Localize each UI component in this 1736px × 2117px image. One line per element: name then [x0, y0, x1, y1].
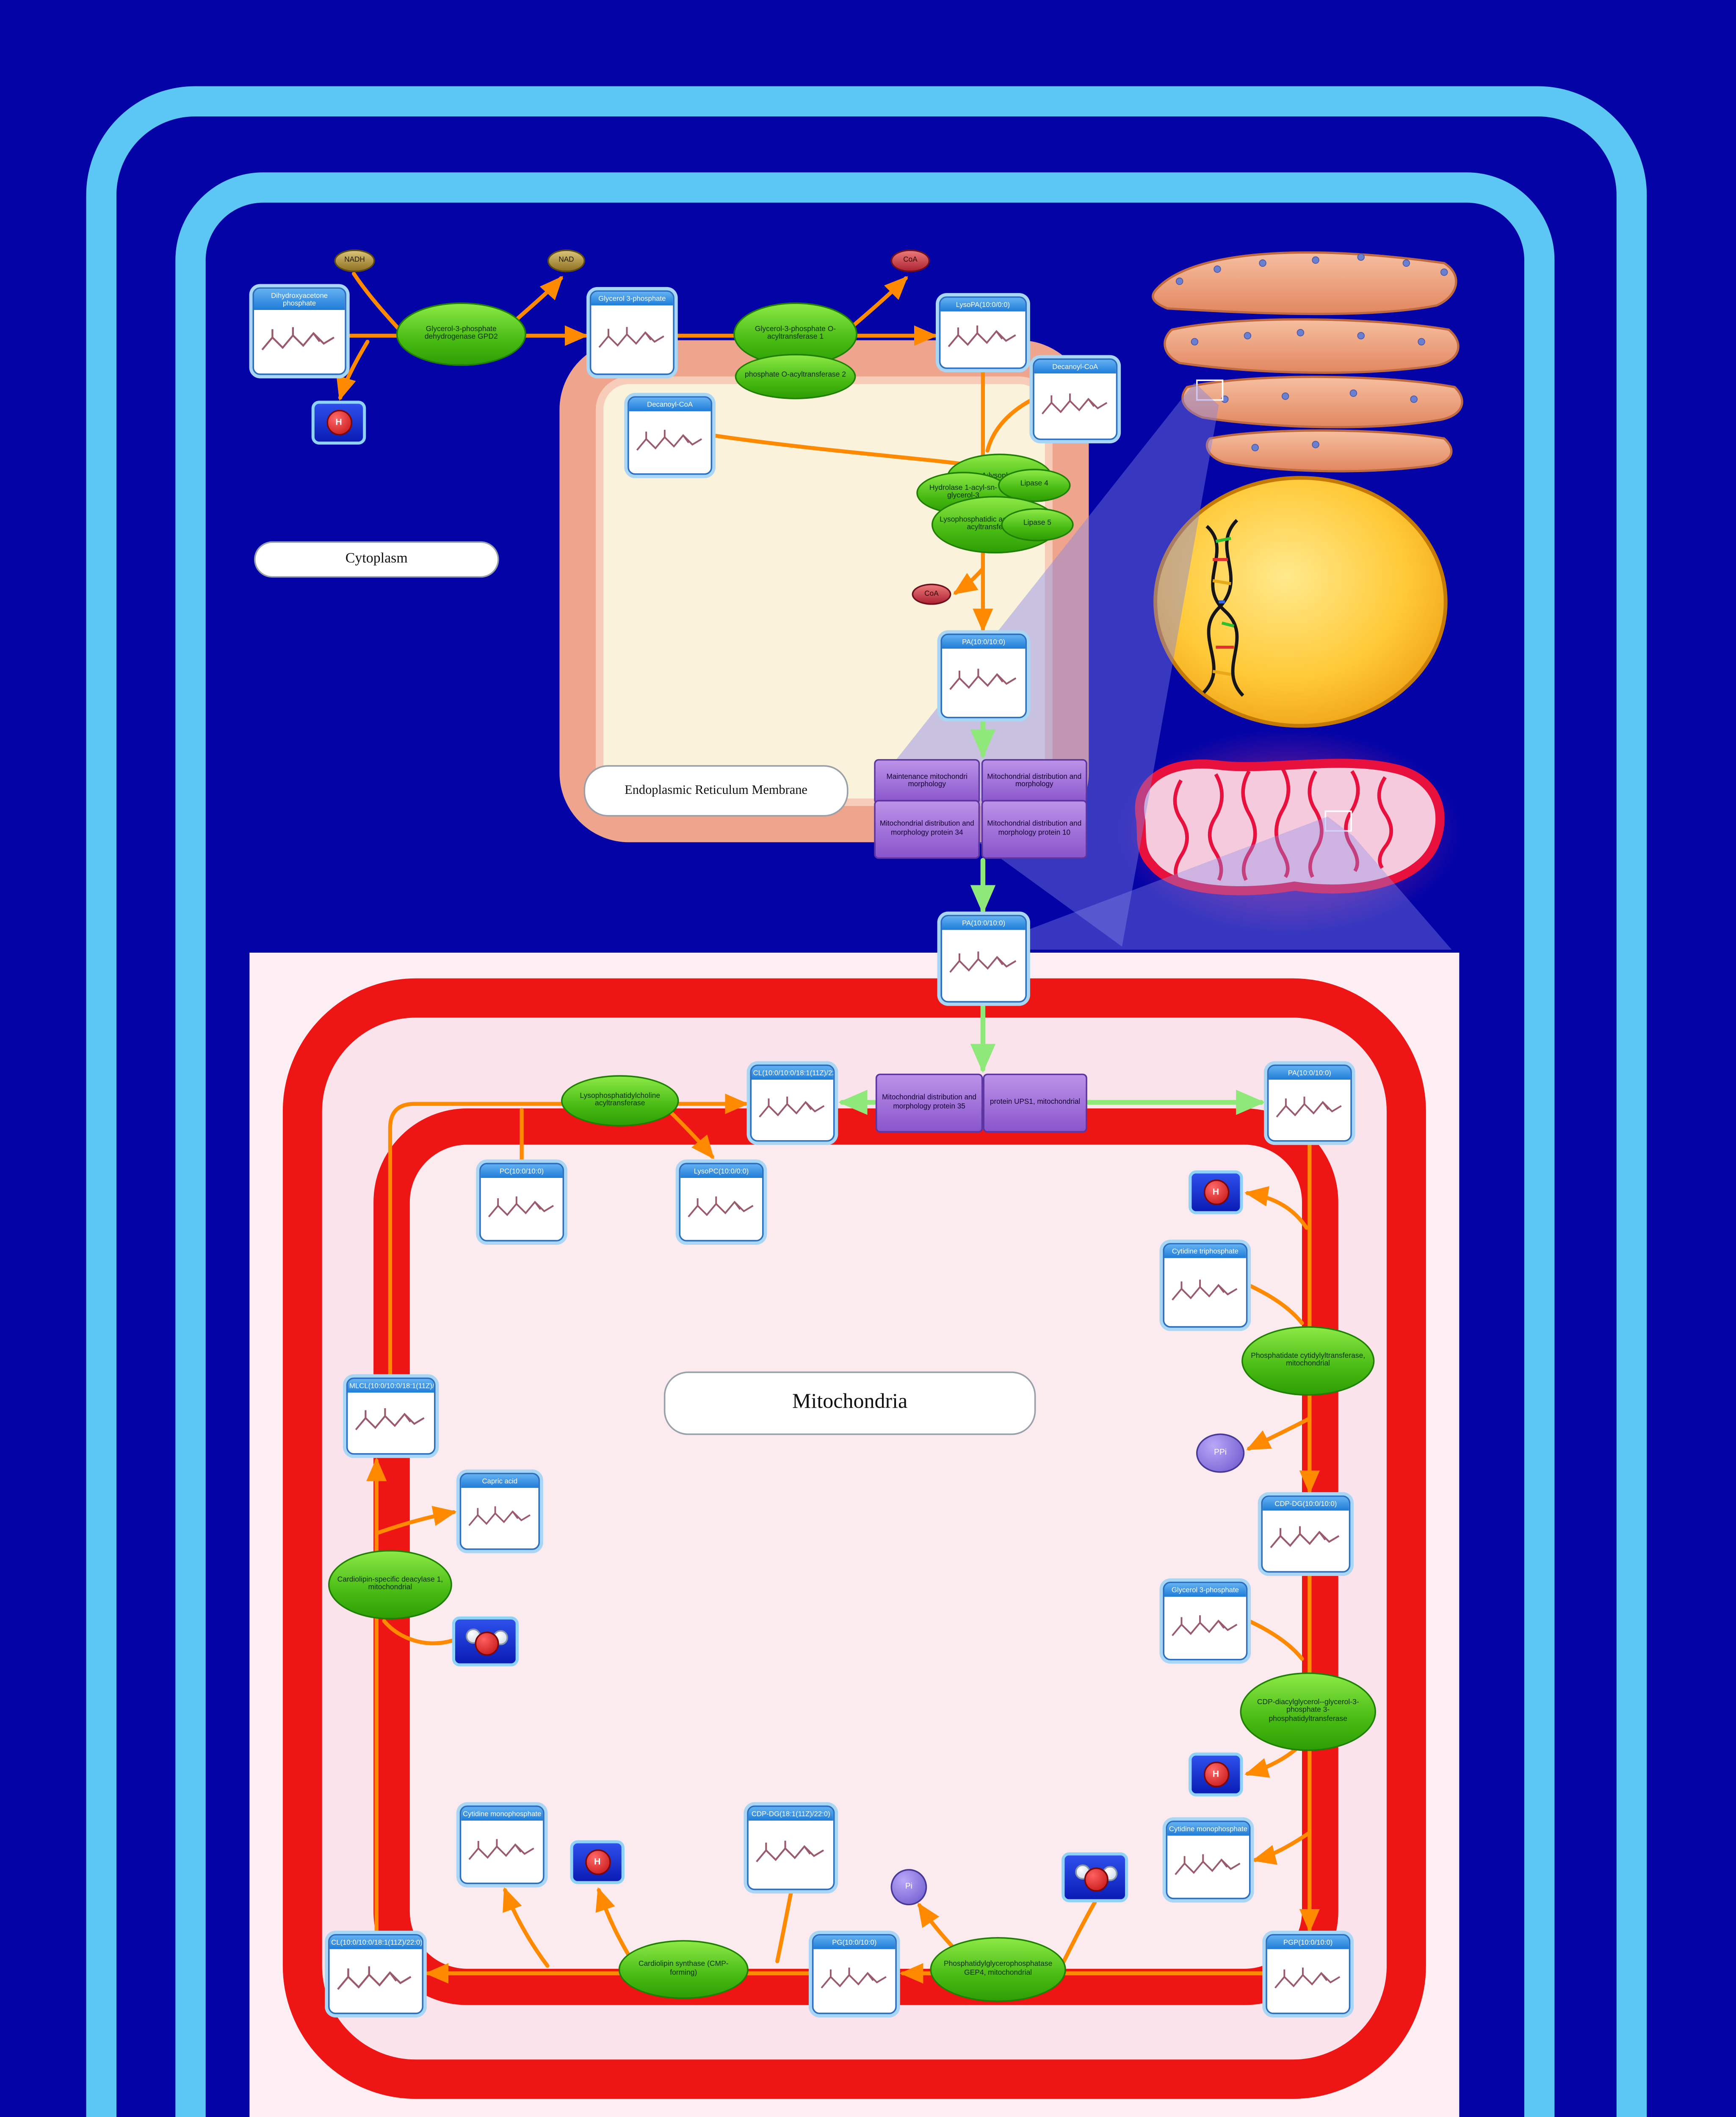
metabolite-decanoyl-coa-er[interactable]: Decanoyl-CoA [628, 396, 713, 475]
chemical-structure [949, 668, 1017, 691]
metabolite-pc[interactable]: PC(10:0/10:0) [479, 1163, 564, 1242]
enzyme-gpat2[interactable]: phosphate O-acyltransferase 2 [735, 354, 856, 399]
metabolite-cdp-dg-2[interactable]: CDP-DG(18:1(11Z)/22:0) [747, 1805, 835, 1890]
chemical-structure [1174, 1852, 1241, 1875]
chemical-structure [946, 324, 1019, 354]
cofactor-nad[interactable]: NAD [547, 249, 586, 272]
water-node-2[interactable] [1062, 1852, 1128, 1902]
proton-node-4[interactable]: H [570, 1840, 625, 1884]
metabolite-pa-intermediate[interactable]: PA(10:0/10:0) [940, 915, 1027, 1003]
chemical-structure [820, 1967, 887, 1989]
nucleus-illustration [1153, 476, 1448, 728]
chemical-structure [336, 1964, 415, 1997]
chemical-structure [487, 1195, 554, 1217]
chemical-structure [758, 1096, 825, 1118]
metabolite-lysopc[interactable]: LysoPC(10:0/0:0) [679, 1163, 764, 1242]
chemical-structure [1171, 1278, 1238, 1300]
enzyme-lipase-5[interactable]: Lipase 5 [1001, 508, 1074, 542]
proton-icon: H [584, 1849, 611, 1875]
chemical-structure [1274, 1967, 1341, 1989]
cytoplasm-label: Cytoplasm [254, 541, 499, 578]
water-molecule-icon [1075, 1863, 1118, 1891]
metabolite-cl-top[interactable]: CL(10:0/10:0/18:1(11Z)/22:0) [750, 1064, 835, 1142]
cofactor-coa-1[interactable]: CoA [890, 249, 930, 272]
er-illustration [1152, 251, 1463, 473]
cell-membrane-outer [86, 86, 1647, 2117]
er-zoom-source-box [1196, 379, 1224, 401]
water-node-1[interactable] [452, 1616, 519, 1667]
enzyme-cardiolipin-deacylase[interactable]: Cardiolipin-specific deacylase 1, mitoch… [328, 1550, 452, 1620]
chemical-structure [1171, 1614, 1238, 1636]
metabolite-cdp-dg[interactable]: CDP-DG(10:0/10:0) [1261, 1495, 1351, 1573]
enzyme-lpcat[interactable]: Lysophosphatidylcholine acyltransferase [561, 1075, 679, 1127]
metabolite-lysopa[interactable]: LysoPA(10:0/0:0) [939, 296, 1027, 369]
enzyme-cardiolipin-synthase[interactable]: Cardiolipin synthase (CMP-forming) [618, 1940, 749, 1999]
proton-node-2[interactable]: H [1189, 1170, 1243, 1214]
metabolite-cl-bottom[interactable]: CL(10:0/10:0/18:1(11Z)/22:0) [328, 1934, 423, 2015]
cofactor-nadh[interactable]: NADH [334, 249, 375, 272]
phosphate-node[interactable]: Pi [890, 1869, 927, 1905]
chemical-structure [598, 325, 664, 348]
metabolite-pgp[interactable]: PGP(10:0/10:0) [1266, 1934, 1351, 2015]
mitochondrion-illustration [1116, 729, 1461, 935]
proton-icon: H [1203, 1179, 1229, 1205]
metabolite-pa-mito[interactable]: PA(10:0/10:0) [1267, 1064, 1352, 1142]
cell-membrane-inner [175, 172, 1555, 2117]
enzyme-gep4[interactable]: Phosphatidylglycerophosphatase GEP4, mit… [930, 1937, 1066, 2002]
chemical-structure [354, 1407, 428, 1438]
proton-node-1[interactable]: H [311, 401, 366, 445]
protein-mdm35[interactable]: Mitochondrial distribution and morpholog… [875, 1073, 983, 1133]
cofactor-coa-2[interactable]: CoA [912, 583, 951, 605]
proton-icon: H [1203, 1761, 1229, 1788]
metabolite-capric-acid[interactable]: Capric acid [459, 1473, 540, 1550]
metabolite-cmp-right[interactable]: Cytidine monophosphate [1166, 1820, 1251, 1899]
mitochondria-label: Mitochondria [663, 1371, 1036, 1435]
chemical-structure [687, 1195, 754, 1217]
metabolite-dhap[interactable]: Dihydroxyacetone phosphate [252, 287, 346, 375]
chemical-structure [260, 326, 338, 359]
chemical-structure [467, 1505, 531, 1526]
enzyme-phosphatidate-cytidylyltransferase[interactable]: Phosphatidate cytidylyltransferase, mito… [1241, 1326, 1375, 1396]
metabolite-pa-er[interactable]: PA(10:0/10:0) [940, 633, 1027, 719]
proton-icon: H [326, 409, 352, 436]
metabolite-g3p-mito[interactable]: Glycerol 3-phosphate [1163, 1581, 1248, 1661]
chemical-structure [1275, 1096, 1342, 1118]
metabolite-cmp-left[interactable]: Cytidine monophosphate [459, 1805, 545, 1884]
protein-mmm[interactable]: Maintenance mitochondri morphology [874, 759, 980, 804]
chemical-structure [636, 428, 702, 450]
er-membrane-label: Endoplasmic Reticulum Membrane [583, 765, 849, 817]
chemical-structure [755, 1839, 827, 1869]
metabolite-ctp[interactable]: Cytidine triphosphate [1163, 1243, 1248, 1328]
chemical-structure [468, 1837, 534, 1860]
pyrophosphate-node[interactable]: PPi [1196, 1433, 1245, 1473]
enzyme-gpd2[interactable]: Glycerol-3-phosphate dehydrogenase GPD2 [396, 302, 526, 366]
protein-mdm[interactable]: Mitochondrial distribution and morpholog… [981, 759, 1087, 804]
metabolite-pg[interactable]: PG(10:0/10:0) [812, 1934, 897, 2015]
mito-zoom-source-box [1324, 810, 1352, 832]
protein-mdm34[interactable]: Mitochondrial distribution and morpholog… [874, 800, 980, 859]
chemical-structure [1041, 392, 1108, 414]
metabolite-decanoyl-coa[interactable]: Decanoyl-CoA [1033, 358, 1118, 440]
proton-node-3[interactable]: H [1189, 1752, 1243, 1796]
chemical-structure [949, 951, 1017, 974]
metabolite-g3p-cytoplasm[interactable]: Glycerol 3-phosphate [589, 290, 674, 375]
dna-helix-icon [1202, 519, 1244, 697]
protein-ups1[interactable]: protein UPS1, mitochondrial [983, 1073, 1087, 1133]
water-molecule-icon [465, 1628, 508, 1655]
enzyme-cdp-dag-g3p-phosphatidyltransferase[interactable]: CDP-diacylglycerol--glycerol-3-phosphate… [1240, 1672, 1376, 1751]
metabolite-mlcl[interactable]: MLCL(10:0/10:0/18:1(11Z)/22:0) [346, 1377, 436, 1455]
chemical-structure [1269, 1525, 1343, 1556]
protein-mdm10[interactable]: Mitochondrial distribution and morpholog… [981, 800, 1087, 859]
